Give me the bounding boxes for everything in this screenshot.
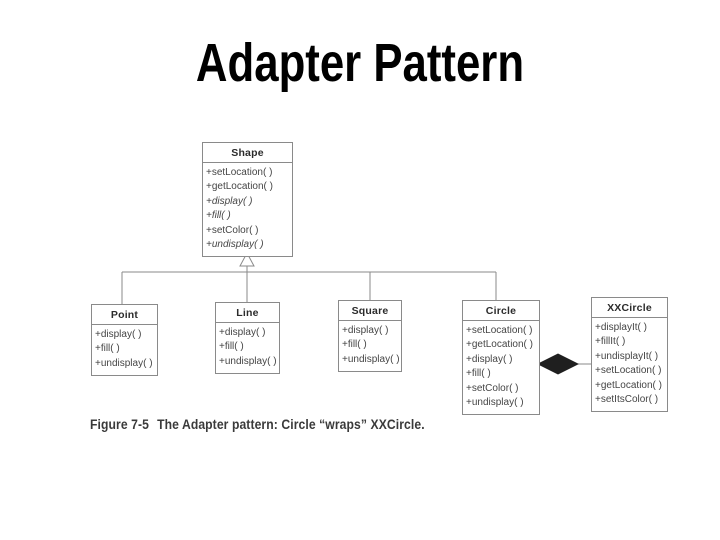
class-box-line: Line +display( ) +fill( ) +undisplay( ) xyxy=(215,302,280,375)
class-box-shape: Shape +setLocation( ) +getLocation( ) +d… xyxy=(202,142,293,258)
inheritance-triangle-icon xyxy=(239,251,255,267)
method-row: +undisplayIt( ) xyxy=(595,350,659,362)
method-row: +undisplay( ) xyxy=(219,355,277,367)
method-row: +display( ) xyxy=(342,325,389,336)
method-row: +fill( ) xyxy=(219,341,244,353)
class-name: Shape xyxy=(203,143,292,163)
method-row: +undisplay( ) xyxy=(95,357,153,369)
class-box-point: Point +display( ) +fill( ) +undisplay( ) xyxy=(91,304,158,377)
method-row: +fill( ) xyxy=(342,339,367,351)
class-name: XXCircle xyxy=(592,298,667,318)
method-list: +setLocation( ) +getLocation( ) +display… xyxy=(203,163,292,256)
method-row: +fill( ) xyxy=(466,368,491,380)
method-list: +display( ) +fill( ) +undisplay( ) xyxy=(92,325,157,375)
method-row: +display( ) xyxy=(219,327,266,338)
method-row: +setColor( ) xyxy=(466,382,519,394)
figure-caption: Figure 7-5 The Adapter pattern: Circle “w… xyxy=(90,417,425,432)
method-row: +setLocation( ) xyxy=(595,365,662,377)
method-row: +undisplay( ) xyxy=(206,239,264,251)
method-list: +display( ) +fill( ) +undisplay( ) xyxy=(216,323,279,373)
method-row: +display( ) xyxy=(95,329,142,340)
class-box-xxcircle: XXCircle +displayIt( ) +fillIt( ) +undis… xyxy=(591,297,668,413)
method-row: +getLocation( ) xyxy=(595,379,662,391)
composition-diamond-icon xyxy=(537,353,579,375)
method-row: +undisplay( ) xyxy=(342,353,400,365)
method-row: +display( ) xyxy=(206,195,253,207)
method-row: +getLocation( ) xyxy=(466,339,533,351)
page-title: Adapter Pattern xyxy=(195,33,525,93)
figure-caption-text: The Adapter pattern: Circle “wraps” XXCi… xyxy=(157,417,425,432)
method-row: +fillIt( ) xyxy=(595,336,626,348)
method-row: +setItsColor( ) xyxy=(595,394,659,406)
method-row: +setLocation( ) xyxy=(466,325,533,336)
class-box-circle: Circle +setLocation( ) +getLocation( ) +… xyxy=(462,300,540,416)
method-row: +getLocation( ) xyxy=(206,181,273,193)
method-list: +setLocation( ) +getLocation( ) +display… xyxy=(463,321,539,414)
method-row: +setLocation( ) xyxy=(206,167,273,178)
class-name: Point xyxy=(92,305,157,325)
method-list: +display( ) +fill( ) +undisplay( ) xyxy=(339,321,401,371)
class-box-square: Square +display( ) +fill( ) +undisplay( … xyxy=(338,300,402,373)
method-row: +setColor( ) xyxy=(206,224,259,236)
class-name: Line xyxy=(216,303,279,323)
class-name: Circle xyxy=(463,301,539,321)
method-row: +display( ) xyxy=(466,353,513,365)
class-name: Square xyxy=(339,301,401,321)
method-row: +displayIt( ) xyxy=(595,322,647,333)
method-row: +undisplay( ) xyxy=(466,397,524,409)
figure-caption-label: Figure 7-5 xyxy=(90,417,149,432)
method-list: +displayIt( ) +fillIt( ) +undisplayIt( )… xyxy=(592,318,667,411)
method-row: +fill( ) xyxy=(95,343,120,355)
method-row: +fill( ) xyxy=(206,210,231,222)
